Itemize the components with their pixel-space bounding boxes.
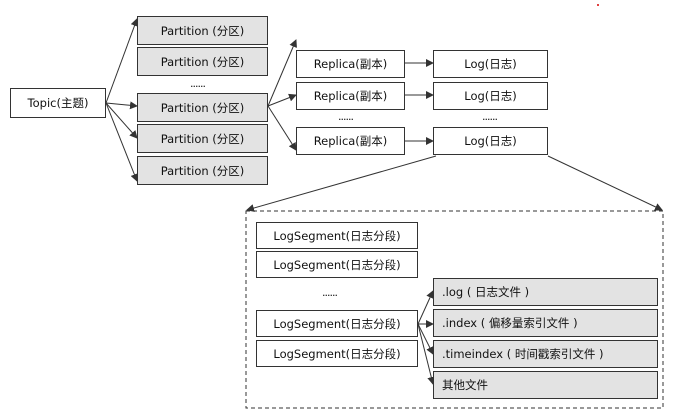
log-label: Log(日志)	[464, 57, 517, 71]
file-box: .index ( 偏移量索引文件 )	[433, 309, 658, 337]
replica-box: Replica(副本)	[296, 127, 405, 155]
logsegment-label: LogSegment(日志分段)	[273, 346, 401, 361]
partition-box: Partition (分区)	[137, 124, 268, 153]
partition-box: Partition (分区)	[137, 93, 268, 122]
file-label: 其他文件	[442, 378, 488, 392]
logsegment-box: LogSegment(日志分段)	[256, 251, 418, 278]
red-dot-mark	[597, 4, 599, 6]
file-box: .log ( 日志文件 )	[433, 278, 658, 306]
partition-box: Partition (分区)	[137, 16, 268, 45]
zoom-arrow-left	[246, 155, 437, 212]
partition-label: Partition (分区)	[160, 100, 245, 115]
partition-box: Partition (分区)	[137, 156, 268, 185]
partition-replica-arrow	[267, 105, 297, 151]
topic-partition-arrow	[105, 102, 138, 139]
log-box: Log(日志)	[433, 82, 548, 110]
log-label: Log(日志)	[464, 89, 517, 103]
topic-partition-arrow	[105, 101, 138, 110]
partition-replica-arrow	[267, 93, 297, 107]
log-ellipsis: ......	[482, 110, 498, 123]
logsegment-label: LogSegment(日志分段)	[273, 228, 401, 243]
segment-file-arrow	[417, 323, 434, 355]
topic-box: Topic(主题)	[10, 88, 106, 118]
file-box: 其他文件	[433, 371, 658, 399]
segment-file-arrow	[417, 290, 434, 325]
topic-partition-arrow	[105, 18, 139, 104]
partition-label: Partition (分区)	[160, 23, 245, 38]
file-label: .log ( 日志文件 )	[442, 285, 530, 299]
log-box: Log(日志)	[433, 50, 548, 78]
logsegment-ellipsis: ......	[322, 286, 338, 299]
log-label: Log(日志)	[464, 134, 517, 148]
topic-partition-arrow	[105, 102, 139, 182]
logsegment-box: LogSegment(日志分段)	[256, 340, 418, 367]
replica-box: Replica(副本)	[296, 82, 405, 110]
replica-box: Replica(副本)	[296, 50, 405, 78]
log-detail-container	[245, 210, 664, 409]
logsegment-label: LogSegment(日志分段)	[273, 257, 401, 272]
partition-box: Partition (分区)	[137, 47, 268, 76]
partition-ellipsis: ......	[190, 77, 206, 90]
file-label: .timeindex ( 时间戳索引文件 )	[442, 347, 604, 361]
log-box: Log(日志)	[433, 127, 548, 155]
replica-ellipsis: ......	[338, 110, 354, 123]
partition-label: Partition (分区)	[160, 54, 245, 69]
logsegment-box: LogSegment(日志分段)	[256, 222, 418, 249]
partition-label: Partition (分区)	[160, 163, 245, 178]
partition-replica-arrow	[267, 39, 297, 107]
zoom-arrow-right	[547, 155, 663, 211]
replica-label: Replica(副本)	[313, 134, 388, 148]
replica-label: Replica(副本)	[313, 57, 388, 71]
segment-file-arrow	[417, 323, 436, 385]
logsegment-label: LogSegment(日志分段)	[273, 316, 401, 331]
file-label: .index ( 偏移量索引文件 )	[442, 316, 578, 330]
replica-label: Replica(副本)	[313, 89, 388, 103]
topic-label: Topic(主题)	[27, 96, 89, 110]
partition-label: Partition (分区)	[160, 131, 245, 146]
file-box: .timeindex ( 时间戳索引文件 )	[433, 340, 658, 368]
logsegment-box: LogSegment(日志分段)	[256, 310, 418, 337]
